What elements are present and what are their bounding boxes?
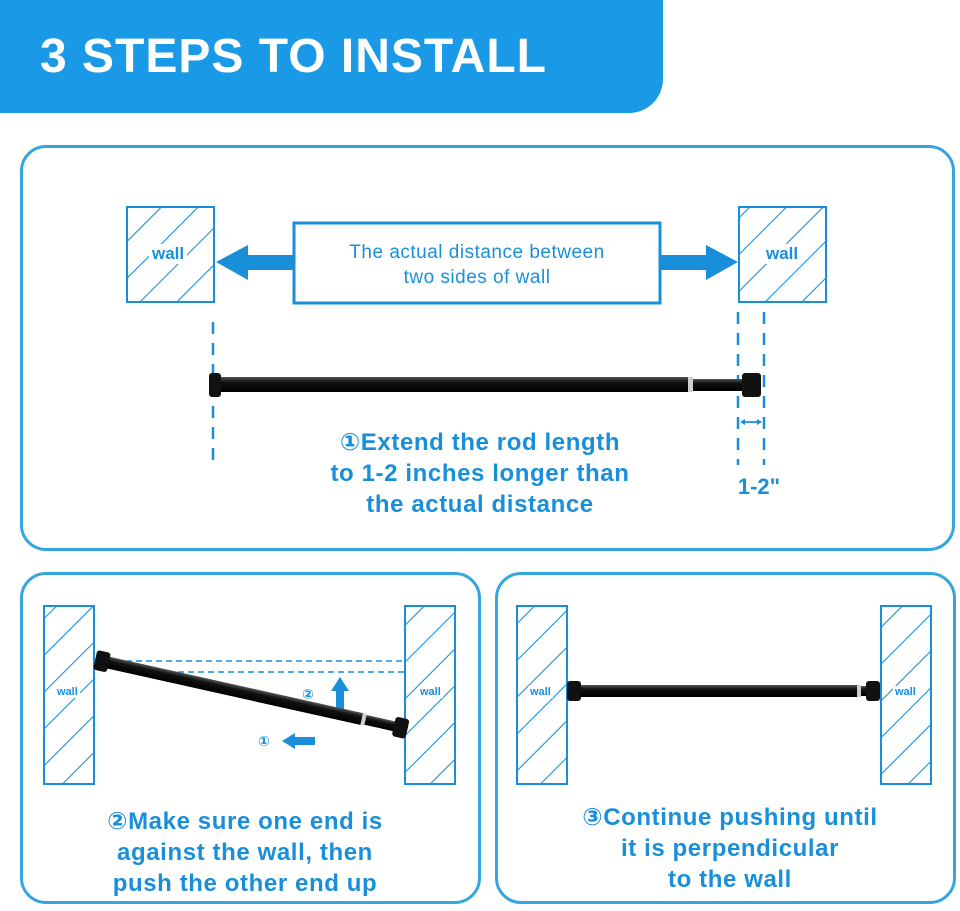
distance-label: The actual distance between two sides of…: [349, 242, 605, 288]
wall-label-left: wall: [149, 244, 188, 264]
tension-rod-level: [567, 681, 880, 701]
tension-rod-tilted: [93, 650, 410, 739]
left-arrow-icon: [216, 245, 294, 280]
left-arrow-small-icon: [282, 733, 315, 749]
tension-rod-extended: [209, 373, 761, 397]
step3-panel: [495, 572, 956, 904]
wall-label-left: wall: [55, 686, 80, 698]
page-title: 3 STEPS TO INSTALL: [40, 30, 547, 83]
up-arrow-icon: [331, 677, 349, 709]
header-banner: 3 STEPS TO INSTALL: [0, 0, 663, 113]
wall-label-right: wall: [418, 686, 443, 698]
wall-label-right: wall: [763, 244, 802, 264]
step1-instruction: ①Extend the rod length to 1-2 inches lon…: [330, 429, 630, 518]
wall-label-right: wall: [893, 686, 918, 698]
wall-label-left: wall: [528, 686, 553, 698]
gap-measurement-label: 1-2": [737, 474, 781, 499]
step2-instruction: ②Make sure one end is against the wall, …: [107, 808, 383, 897]
step-marker-1: ①: [258, 733, 270, 749]
right-arrow-icon: [660, 245, 738, 280]
distance-box: [292, 221, 662, 305]
step-marker-2: ②: [302, 686, 314, 702]
step3-instruction: ③Continue pushing until it is perpendicu…: [582, 804, 878, 893]
